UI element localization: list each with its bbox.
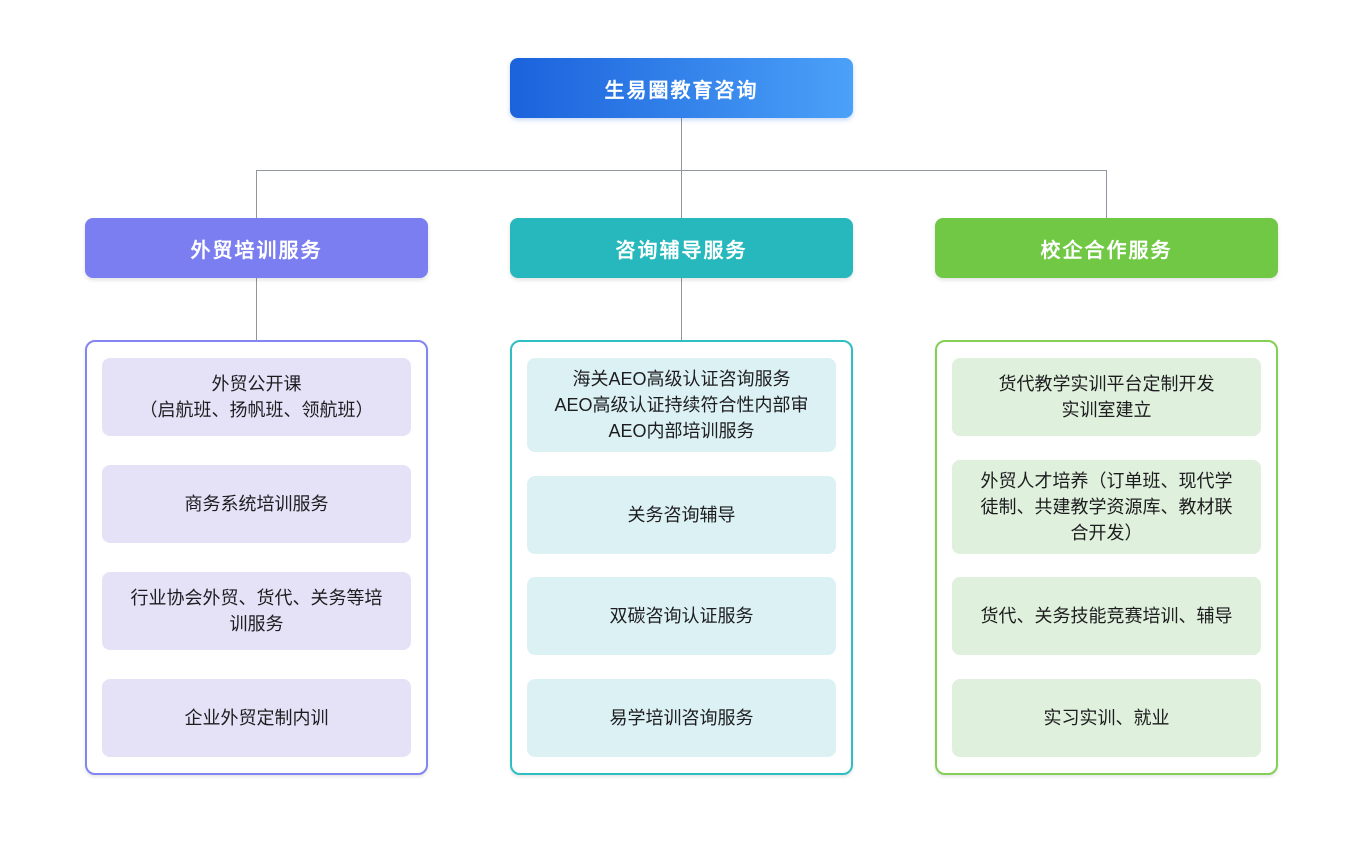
branch-container-foreign-trade-training: 外贸公开课 （启航班、扬帆班、领航班） 商务系统培训服务 行业协会外贸、货代、关… bbox=[85, 340, 428, 775]
leaf-node: 商务系统培训服务 bbox=[102, 465, 411, 543]
branch-container-school-enterprise-cooperation: 货代教学实训平台定制开发 实训室建立 外贸人才培养（订单班、现代学徒制、共建教学… bbox=[935, 340, 1278, 775]
connector-branch1-container bbox=[256, 278, 257, 340]
leaf-node: 易学培训咨询服务 bbox=[527, 678, 836, 757]
leaf-node: 行业协会外贸、货代、关务等培训服务 bbox=[102, 572, 411, 650]
leaf-node: 货代、关务技能竞赛培训、辅导 bbox=[952, 577, 1261, 656]
branch-container-consulting-coaching: 海关AEO高级认证咨询服务 AEO高级认证持续符合性内部审 AEO内部培训服务 … bbox=[510, 340, 853, 775]
connector-root-vertical bbox=[681, 118, 682, 170]
leaf-node: 外贸公开课 （启航班、扬帆班、领航班） bbox=[102, 358, 411, 436]
branch-header-foreign-trade-training: 外贸培训服务 bbox=[85, 218, 428, 278]
branch-header-consulting-coaching: 咨询辅导服务 bbox=[510, 218, 853, 278]
connector-branch3-drop bbox=[1106, 170, 1107, 218]
connector-branch2-container bbox=[681, 278, 682, 340]
root-node: 生易圈教育咨询 bbox=[510, 58, 853, 118]
connector-branch2-drop bbox=[681, 170, 682, 218]
connector-branch1-drop bbox=[256, 170, 257, 218]
leaf-node: 外贸人才培养（订单班、现代学徒制、共建教学资源库、教材联合开发） bbox=[952, 459, 1261, 554]
leaf-node: 实习实训、就业 bbox=[952, 678, 1261, 757]
leaf-node: 企业外贸定制内训 bbox=[102, 679, 411, 757]
leaf-node: 海关AEO高级认证咨询服务 AEO高级认证持续符合性内部审 AEO内部培训服务 bbox=[527, 358, 836, 452]
leaf-node: 双碳咨询认证服务 bbox=[527, 577, 836, 656]
leaf-node: 货代教学实训平台定制开发 实训室建立 bbox=[952, 358, 1261, 436]
leaf-node: 关务咨询辅导 bbox=[527, 475, 836, 554]
branch-header-school-enterprise-cooperation: 校企合作服务 bbox=[935, 218, 1278, 278]
